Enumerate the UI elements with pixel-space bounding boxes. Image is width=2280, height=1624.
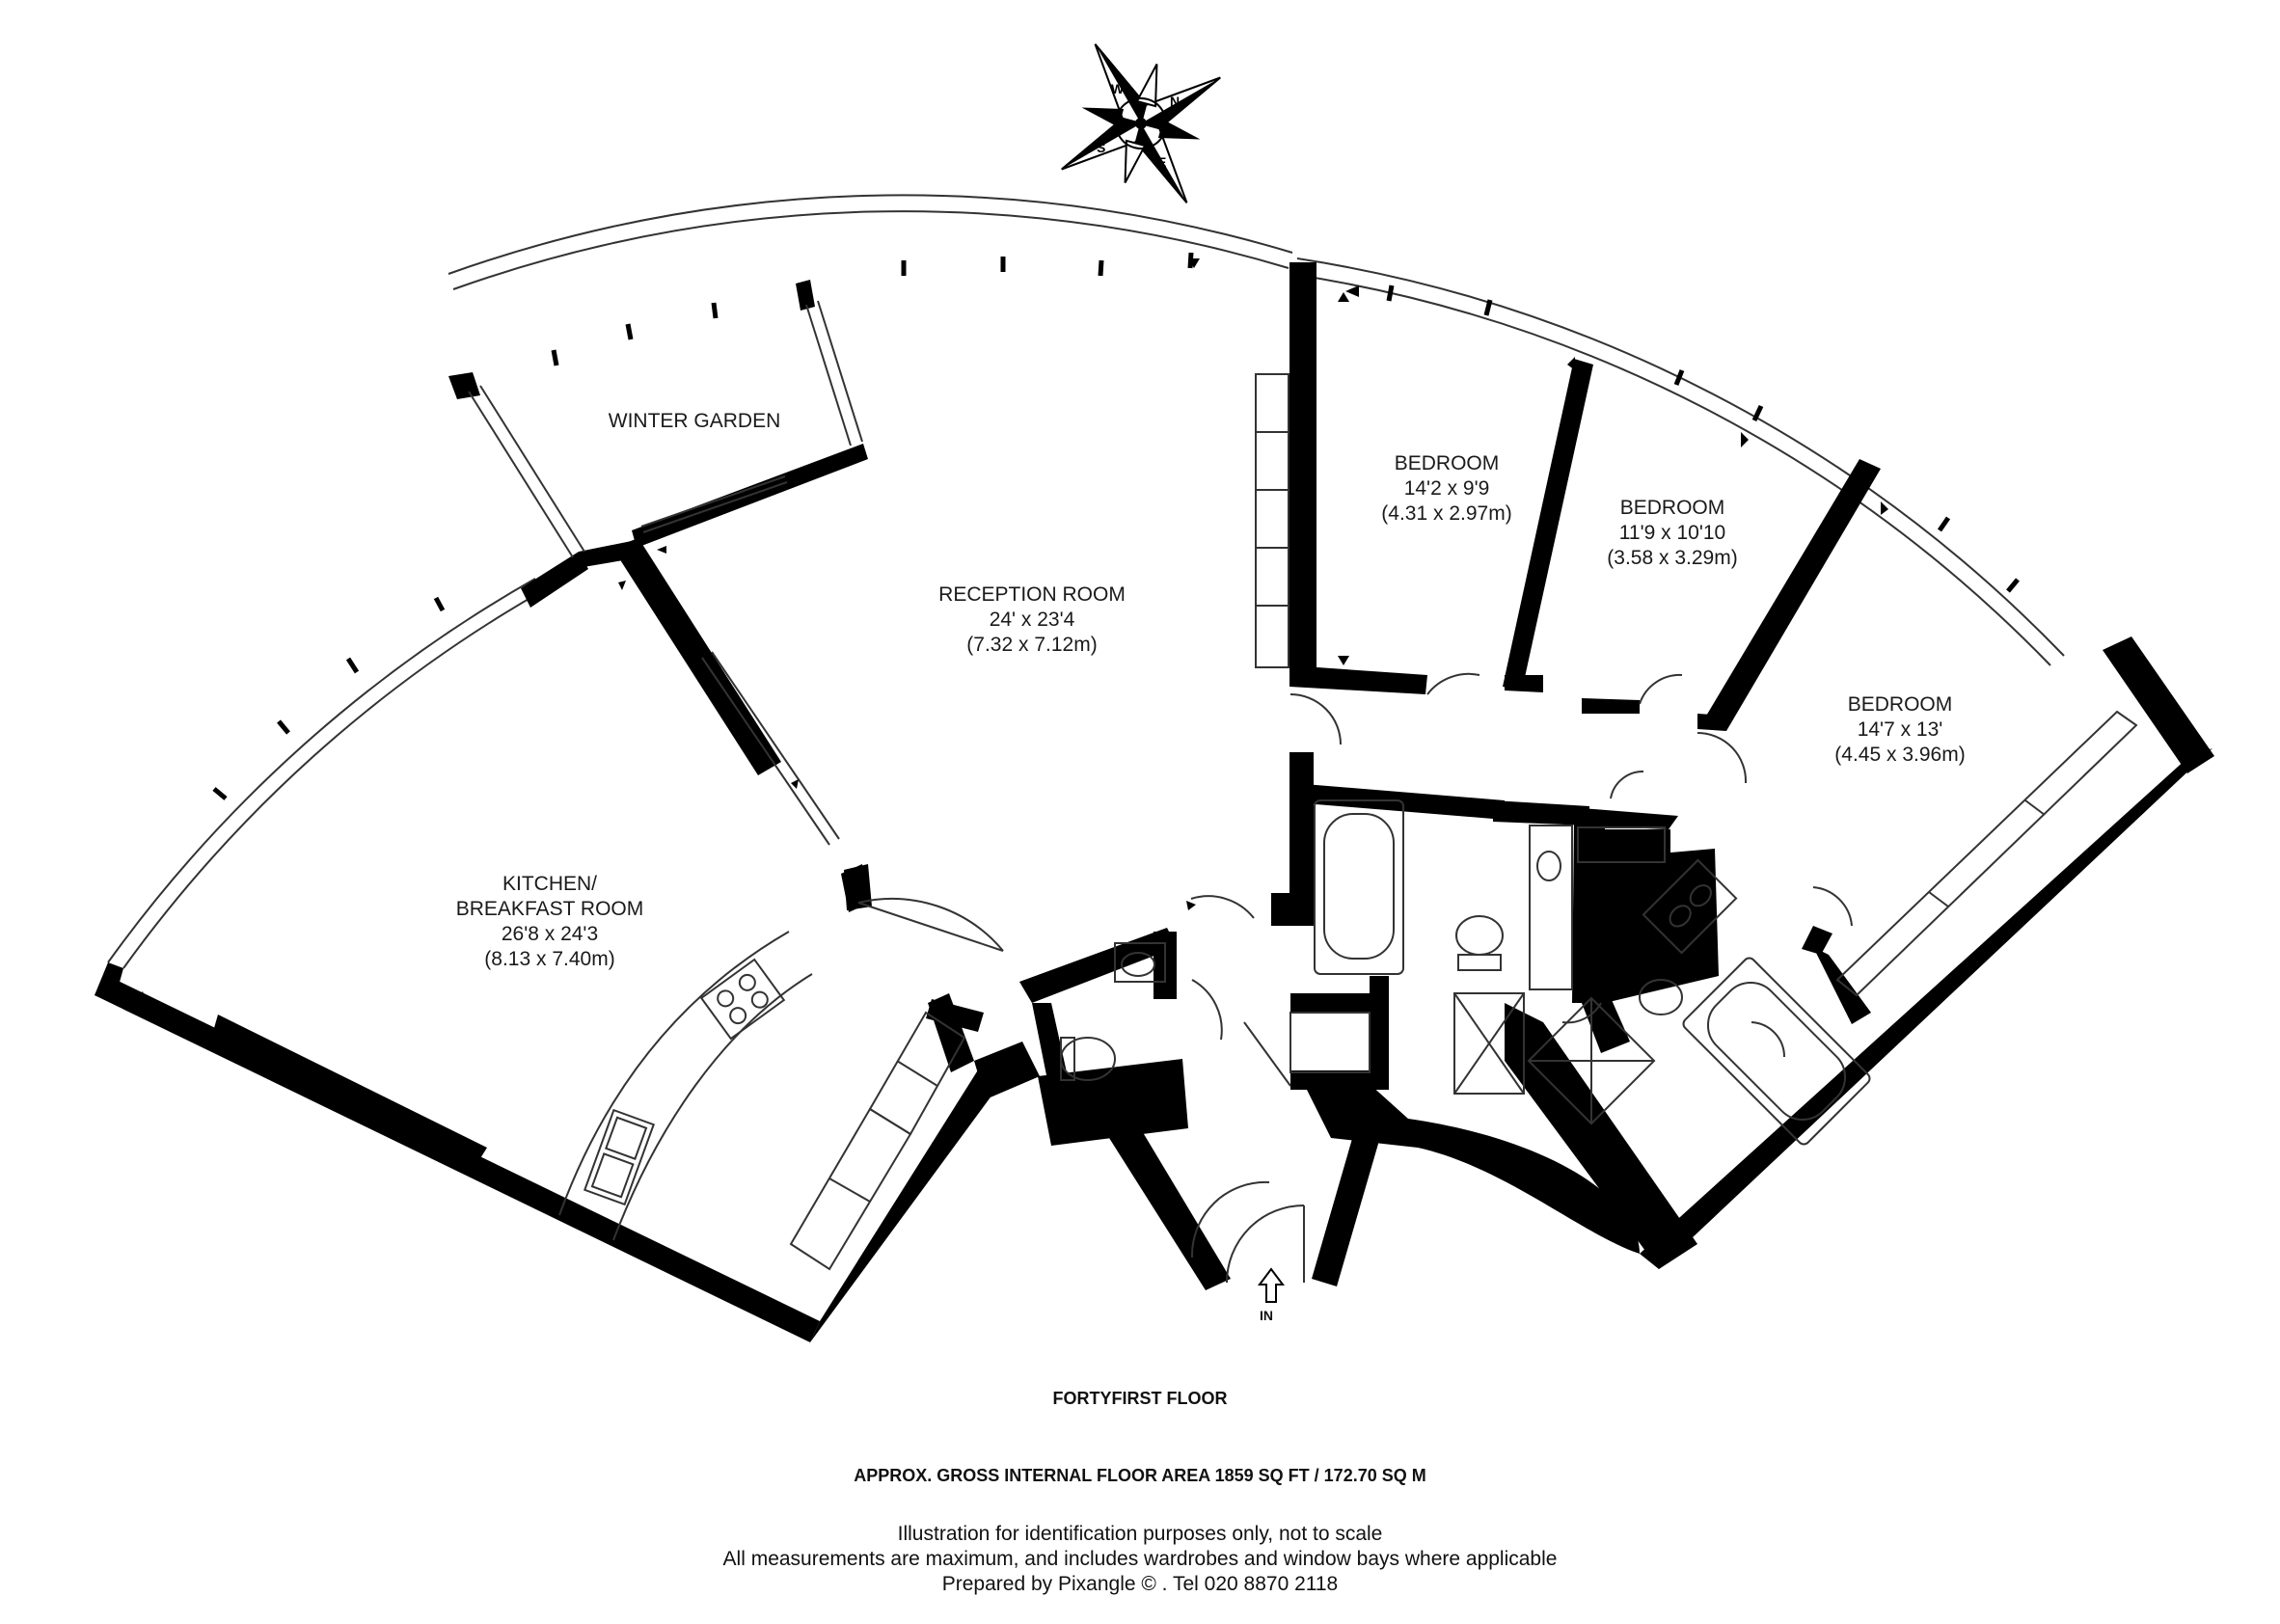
dimension-markers [135,258,1888,1003]
utility-cupboards [1243,826,1666,1087]
compass-rose-icon [1061,43,1221,203]
kitchen-sink-icon [583,1108,656,1206]
door-swings [857,672,1853,1259]
floor-area: APPROX. GROSS INTERNAL FLOOR AREA 1859 S… [854,1466,1426,1485]
bedroom1-label: BEDROOM 14'2 x 9'9 (4.31 x 2.97m) [1331,451,1562,527]
disclaimer-line-3: Prepared by Pixangle © . Tel 020 8870 21… [941,1573,1339,1595]
baths [1314,799,1871,1146]
compass-letter-w: W [1111,81,1125,96]
floor-title: FORTYFIRST FLOOR [1052,1389,1228,1408]
compass-letter-n: N [1170,94,1180,109]
winter-garden-name: WINTER GARDEN [608,410,781,432]
bedroom3-metric: (4.45 x 3.96m) [1834,744,1966,766]
disclaimer-line-1: Illustration for identification purposes… [897,1523,1383,1545]
kitchen-island-worktop [558,931,813,1241]
bedroom2-metric: (3.58 x 3.29m) [1607,547,1738,569]
entrance-arrow-icon [1258,1267,1285,1303]
compass-letter-s: S [1097,140,1105,155]
entrance-door [1226,1204,1305,1284]
bedroom1-metric: (4.31 x 2.97m) [1381,502,1512,525]
kitchen-name-line1: KITCHEN/ [502,873,597,895]
hob-icon [699,958,786,1041]
bedroom1-name: BEDROOM [1394,452,1500,474]
bedroom3-name: BEDROOM [1847,693,1953,716]
reception-room-label: RECEPTION ROOM 24' x 23'4 (7.32 x 7.12m) [887,582,1177,658]
kitchen-tall-units [789,1011,966,1271]
sliding-door [701,651,840,846]
winter-garden-glazing [468,300,863,558]
kitchen-name-line2: BREAKFAST ROOM [455,898,644,920]
bedroom2-imperial: 11'9 x 10'10 [1618,522,1726,544]
bedroom2-label: BEDROOM 11'9 x 10'10 (3.58 x 3.29m) [1557,496,1788,571]
compass-letter-e: E [1157,154,1166,170]
reception-room-metric: (7.32 x 7.12m) [966,634,1098,656]
showers [1453,992,1656,1125]
kitchen-imperial: 26'8 x 24'3 [501,923,599,945]
wardrobes [1255,373,2138,997]
kitchen-metric: (8.13 x 7.40m) [484,948,615,970]
bedroom1-imperial: 14'2 x 9'9 [1403,477,1490,500]
bedroom3-imperial: 14'7 x 13' [1857,718,1943,741]
bedroom3-label: BEDROOM 14'7 x 13' (4.45 x 3.96m) [1784,692,2016,768]
winter-garden-label: WINTER GARDEN [579,409,810,434]
window-mullions [212,252,2020,800]
glazing-curtain-wall [107,194,2065,969]
kitchen-label: KITCHEN/ BREAKFAST ROOM 26'8 x 24'3 (8.1… [405,872,694,972]
basins [1114,825,1738,990]
entrance-label: IN [1260,1308,1273,1323]
bedroom2-name: BEDROOM [1619,497,1725,519]
disclaimer-line-2: All measurements are maximum, and includ… [722,1548,1558,1570]
reception-room-imperial: 24' x 23'4 [989,609,1075,631]
walls [95,262,2214,1342]
toilets [1060,915,1683,1081]
reception-room-name: RECEPTION ROOM [938,583,1126,606]
